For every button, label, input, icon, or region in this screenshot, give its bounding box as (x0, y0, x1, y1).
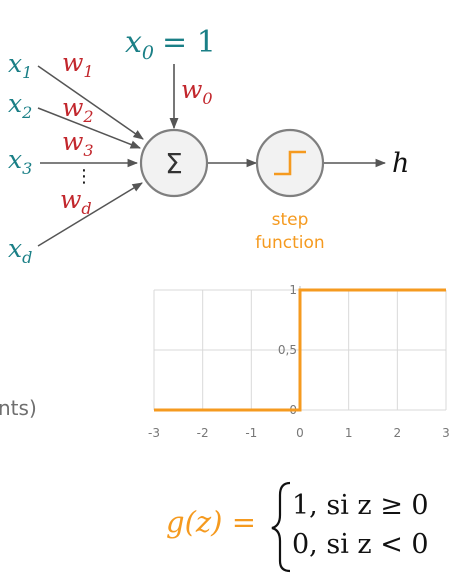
chart-x-tick-label: 2 (394, 426, 402, 440)
bias-weight-label: w0 (181, 75, 213, 108)
formula-brace (271, 481, 291, 573)
chart-y-tick-label: 0,5 (278, 343, 297, 357)
input-xd-arrow (37, 182, 143, 247)
formula-case1: 1, si z ≥ 0 (292, 490, 429, 521)
formula: g(z) = 1, si z ≥ 0 0, si z < 0 (166, 481, 429, 573)
chart-x-tick-label: 3 (442, 426, 450, 440)
chart-x-tick-label: -3 (148, 426, 160, 440)
step-label-line2: function (255, 233, 324, 253)
step-label-line1: step (272, 210, 309, 230)
input-x2-arrow (37, 107, 141, 149)
bias-input-label: x0= 1 (125, 25, 216, 64)
weight-w2-label: w2 (62, 93, 94, 126)
chart-x-tick-label: 1 (345, 426, 353, 440)
output-h-label: h (392, 148, 409, 179)
chart-x-tick-label: -1 (245, 426, 257, 440)
chart-y-tick-label: 1 (289, 283, 297, 297)
weight-w1-label: w1 (62, 48, 94, 81)
ellipsis: ⋮ (75, 166, 93, 187)
cut-off-text: nts) (0, 396, 37, 420)
input-x2-label: x2 (8, 89, 32, 122)
weight-w3-label: w3 (62, 127, 94, 160)
chart-x-tick-label: -2 (197, 426, 209, 440)
chart-x-tick-label: 0 (296, 426, 304, 440)
step-icon (274, 150, 306, 176)
sum-node (139, 128, 209, 198)
chart-series-line (154, 288, 446, 412)
formula-lhs: g(z) = (166, 505, 256, 539)
input-x1-arrow (37, 65, 144, 140)
input-x3-label: x3 (8, 145, 32, 178)
weight-wd-label: wd (60, 185, 92, 218)
input-xd-label: xd (8, 234, 32, 267)
input-x1-label: x1 (8, 49, 32, 82)
formula-case2: 0, si z < 0 (292, 529, 429, 560)
sum-symbol: Σ (165, 147, 183, 180)
